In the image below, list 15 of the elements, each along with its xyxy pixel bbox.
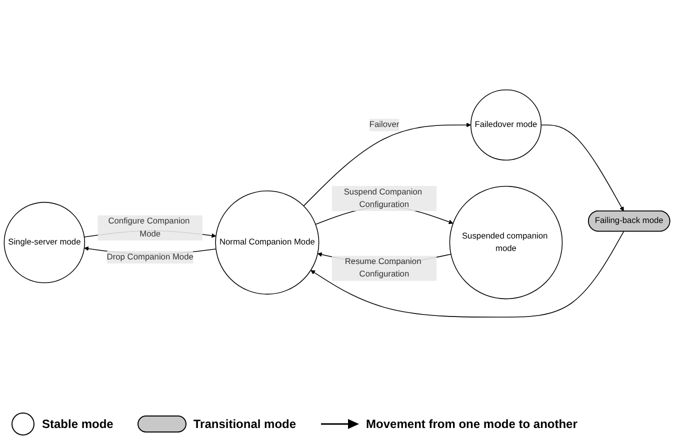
legend-text: Stable mode <box>42 417 114 431</box>
legend-text: Movement from one mode to another <box>366 417 578 431</box>
arrow <box>310 231 624 318</box>
arrow <box>540 124 624 212</box>
node-circle: Normal Companion Mode <box>215 190 320 295</box>
node-circle: Suspended companion mode <box>449 186 563 300</box>
edge-label: Suspend Companion Configuration <box>344 187 422 209</box>
legend-text: Transitional mode <box>193 417 296 431</box>
edge-label: Resume Companion Configuration <box>344 257 422 279</box>
arrow <box>303 122 472 206</box>
node-circle: Single-server mode <box>4 202 86 284</box>
edge-label: Configure Companion Mode <box>108 216 190 238</box>
edge-label: Failover <box>369 120 400 130</box>
edge-label: Drop Companion Mode <box>106 252 194 262</box>
node-circle: Failedover mode <box>470 89 542 160</box>
